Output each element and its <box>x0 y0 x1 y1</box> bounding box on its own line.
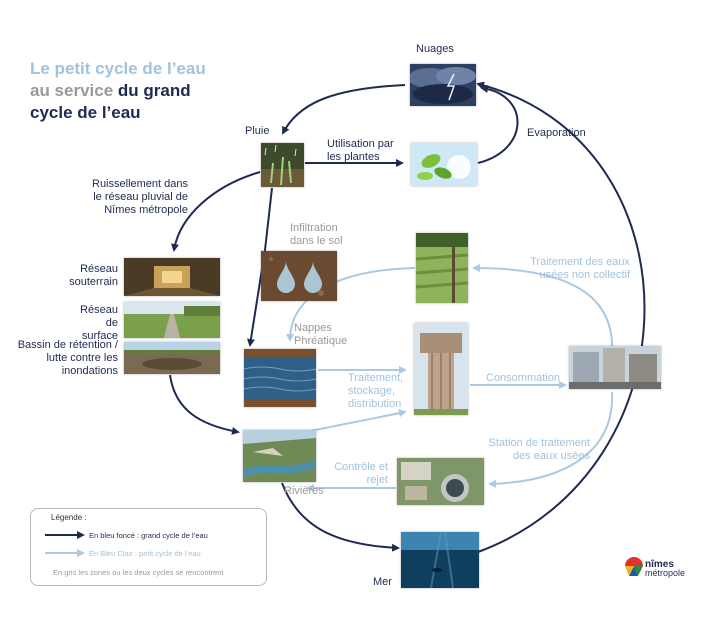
arrow-pluie-to-ruissellement <box>171 171 261 252</box>
arrow-mer-to-nuages <box>476 81 646 553</box>
river-icon <box>243 430 316 482</box>
treatment-plant-icon <box>397 458 484 505</box>
channel-icon <box>124 302 220 338</box>
image-traitement-non-collectif <box>416 233 468 303</box>
label-controle: Contrôle et rejet <box>334 461 388 486</box>
label-ruissellement: Ruissellement dans le réseau pluvial de … <box>92 178 188 216</box>
city-buildings-icon <box>569 346 661 389</box>
title-line-3: cycle de l’eau <box>30 103 141 122</box>
logo-line-2: métropole <box>645 568 686 578</box>
dark-arrow-icon <box>45 531 85 540</box>
light-arrow-icon <box>45 549 85 558</box>
image-plantes <box>411 143 477 186</box>
legend-row-light: En Bleu Clair : petit cycle de l’eau <box>45 548 201 558</box>
aquifer-icon <box>244 349 316 407</box>
water-drops-icon <box>261 251 337 301</box>
image-infiltration <box>261 251 337 301</box>
label-nappes: Nappes Phréatique <box>294 322 348 347</box>
legend-title: Légende : <box>51 513 87 522</box>
image-bassin <box>124 342 220 374</box>
image-nuages <box>410 64 476 106</box>
image-pluie <box>261 143 304 187</box>
image-mer <box>401 532 479 588</box>
title-line-2a: au service <box>30 81 114 100</box>
leaves-icon <box>411 143 477 186</box>
image-chateau-eau <box>414 323 468 415</box>
arrow-nuages-to-pluie <box>282 84 406 135</box>
water-tower-icon <box>414 323 468 415</box>
legend-dark-text: En bleu foncé : grand cycle de l’eau <box>89 530 208 540</box>
label-traitement-stockage: Traitement, stockage, distribution <box>348 372 404 410</box>
image-nappes <box>244 349 316 407</box>
label-consommation: Consommation <box>486 372 560 384</box>
label-bassin: Bassin de rétention / lutte contre les i… <box>17 339 118 377</box>
label-evaporation: Evaporation <box>527 127 586 139</box>
title-line-1: Le petit cycle de l’eau <box>30 59 206 78</box>
label-utilisation: Utilisation par les plantes <box>327 138 394 163</box>
logo-text: nîmes métropole <box>645 560 685 578</box>
image-consommation <box>569 346 661 389</box>
arrow-pluie-to-infiltration <box>264 187 273 251</box>
image-rivieres <box>243 430 316 482</box>
arrow-bassin-to-rivieres <box>169 374 240 435</box>
logo-line-1: nîmes <box>645 559 674 570</box>
rain-plants-icon <box>261 143 304 187</box>
title-line-2b: du grand <box>113 81 191 100</box>
arrow-consommation-to-nonc <box>472 264 614 353</box>
page-title: Le petit cycle de l’eau au service du gr… <box>30 58 206 124</box>
tunnel-icon <box>124 258 220 296</box>
label-reseau-souterrain: Réseau souterrain <box>69 263 118 288</box>
field-icon <box>416 233 468 303</box>
label-nuages: Nuages <box>416 43 454 55</box>
label-infiltration: Infiltration dans le sol <box>290 222 343 247</box>
legend-row-dark: En bleu foncé : grand cycle de l’eau <box>45 530 208 540</box>
label-station: Station de traitement des eaux usées <box>488 437 590 462</box>
arrow-rivieres-to-chateau <box>304 409 407 433</box>
arrow-evaporation <box>477 84 519 164</box>
storm-cloud-icon <box>410 64 476 106</box>
logo-mark-icon <box>625 557 643 576</box>
arrow-consommation-to-station <box>488 391 614 488</box>
legend-light-text: En Bleu Clair : petit cycle de l’eau <box>89 548 201 558</box>
arrow-rivieres-to-mer <box>281 482 400 552</box>
label-reseau-surface: Réseau de surface <box>80 304 118 342</box>
label-mer: Mer <box>373 576 392 588</box>
label-pluie: Pluie <box>245 125 270 137</box>
nimes-metropole-logo: nîmes métropole <box>623 556 693 586</box>
sea-icon <box>401 532 479 588</box>
image-reseau-souterrain <box>124 258 220 296</box>
image-reseau-surface <box>124 302 220 338</box>
basin-icon <box>124 342 220 374</box>
legend-grey-text: En gris les zones ou les deux cycles se … <box>53 568 224 577</box>
legend-box: Légende : En bleu foncé : grand cycle de… <box>30 508 267 586</box>
label-rivieres: Rivières <box>284 485 324 497</box>
label-traitement-non-collectif: Traitement des eaux usées non collectif <box>530 256 630 281</box>
image-station <box>397 458 484 505</box>
